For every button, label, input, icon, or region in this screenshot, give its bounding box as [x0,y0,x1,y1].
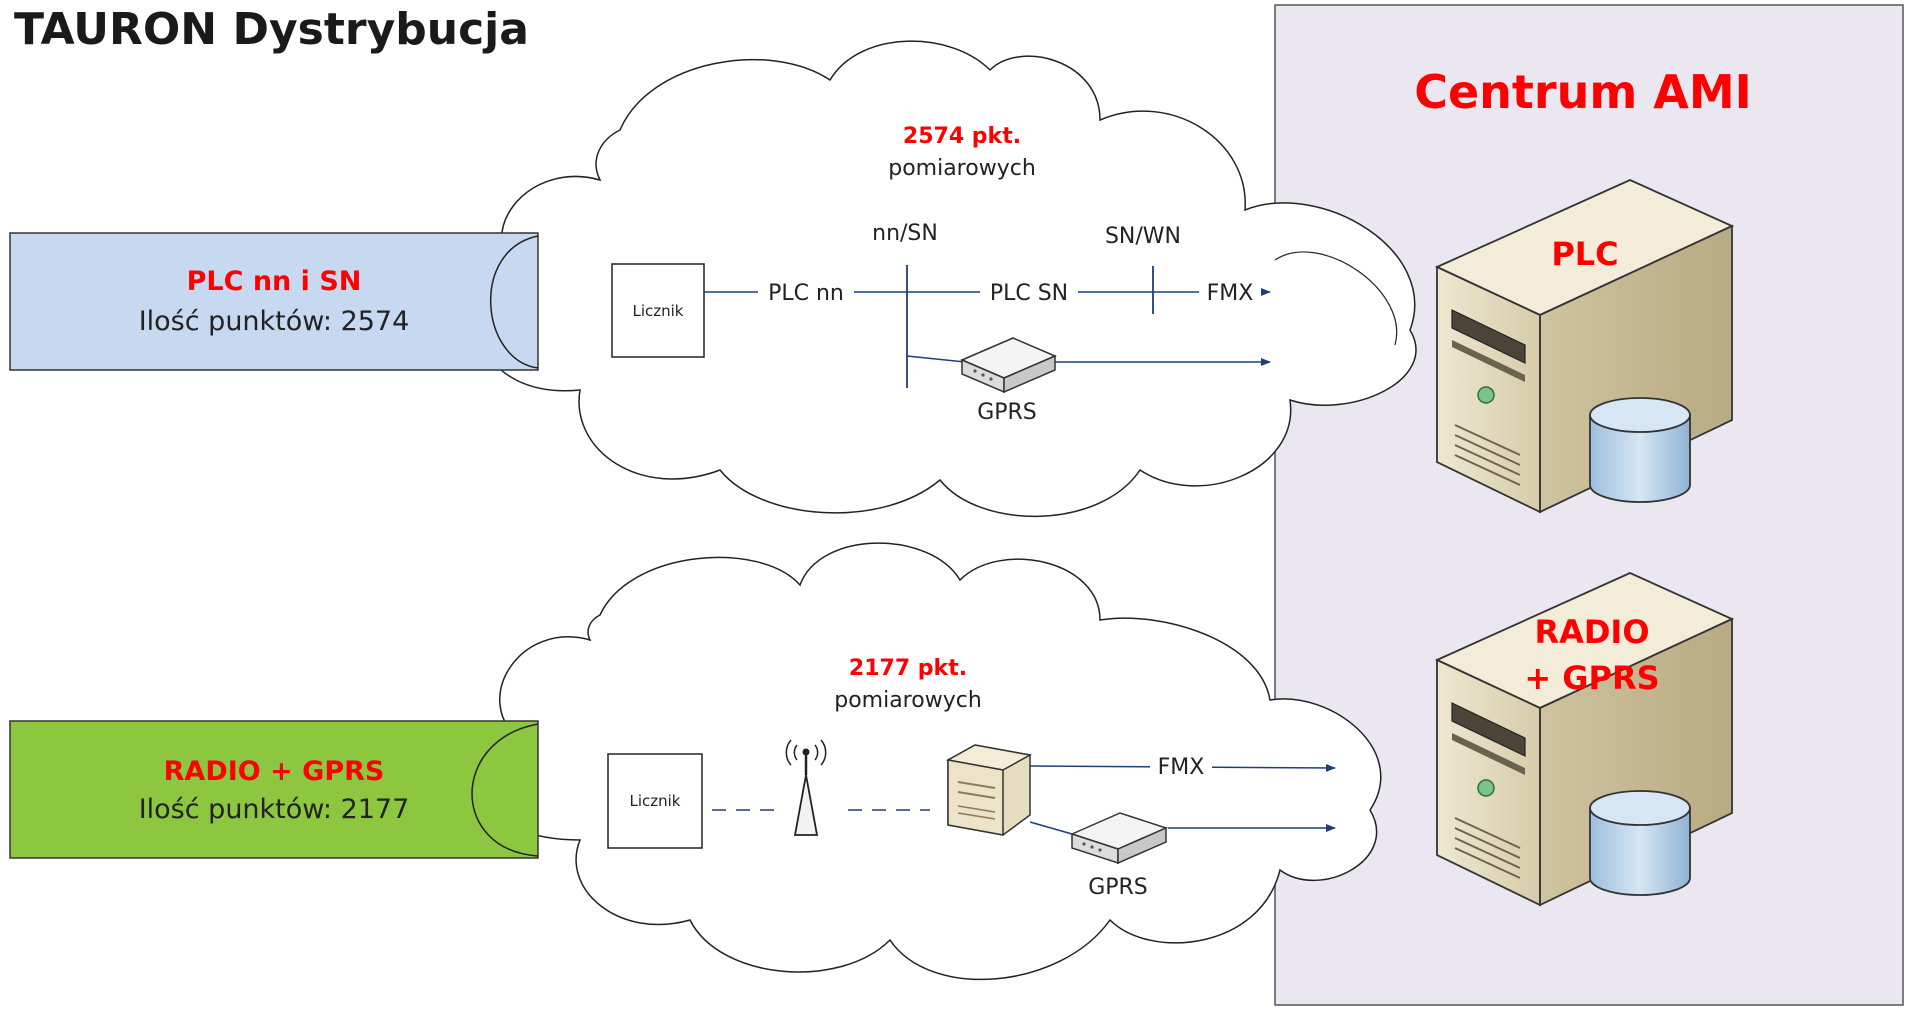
meter-bottom-label: Licznik [629,792,680,810]
gprs-modem-icon [960,337,1057,394]
bottom-points-label: pomiarowych [834,688,982,713]
label-gprs-top: GPRS [977,400,1037,425]
radio-panel-subtitle: Ilość punktów: 2177 [139,794,410,825]
cloud-top-left-arc [490,235,539,369]
top-points-label: pomiarowych [888,156,1036,181]
database-cylinder-icon [1589,790,1691,896]
plc-panel-subtitle: Ilość punktów: 2574 [139,306,410,337]
top-points-count: 2574 pkt. [903,124,1021,149]
server-radio-label-line1: RADIO [1534,613,1649,651]
server-plc-label: PLC [1551,235,1618,273]
gprs-bottom-link [1029,821,1073,835]
concentrator-icon [945,744,1033,836]
label-gprs-bottom: GPRS [1088,875,1148,900]
meter-bottom [607,753,703,849]
gprs-modem-icon [1069,812,1169,865]
label-fmx-bottom: FMX [1158,755,1205,780]
gprs-top-link [906,355,966,363]
plc-panel [9,232,539,371]
page-title: TAURON Dystrybucja [14,4,529,55]
cloud-bottom-left-arc [471,723,539,857]
label-plc-nn: PLC nn [768,281,844,306]
radio-panel-title: RADIO + GPRS [164,756,385,787]
label-sn-wn: SN/WN [1105,224,1181,249]
database-cylinder-icon [1589,397,1691,503]
ami-center-title: Centrum AMI [1414,65,1752,119]
label-fmx-top: FMX [1207,281,1254,306]
radio-antenna-icon [785,739,827,836]
plc-panel-title: PLC nn i SN [187,266,362,297]
bottom-points-count: 2177 pkt. [849,656,967,681]
meter-top-label: Licznik [632,302,683,320]
server-radio-label-line2: + GPRS [1524,659,1659,697]
cloud-top-right-arc [1274,251,1398,346]
label-plc-sn: PLC SN [990,281,1068,306]
meter-top [611,263,705,358]
label-nn-sn: nn/SN [872,221,938,246]
radio-panel [9,720,539,859]
